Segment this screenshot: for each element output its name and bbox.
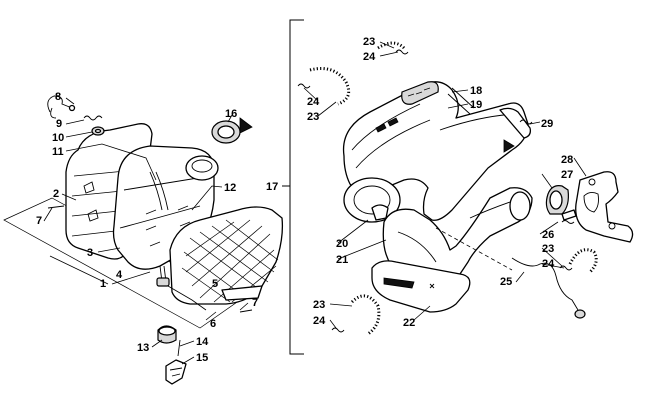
front-shield-foot	[221, 285, 263, 301]
callout-24-lower-left: 24	[313, 315, 326, 327]
callout-24-top: 24	[363, 51, 376, 63]
pin-14	[177, 339, 181, 357]
clamp-15	[165, 359, 187, 385]
y-pipe-shield-slot	[383, 277, 415, 289]
grommet-13	[157, 325, 177, 344]
callout-28: 28	[561, 154, 573, 166]
callout-29: 29	[541, 118, 553, 130]
spring-clip-8	[47, 95, 76, 119]
callout-25: 25	[500, 276, 512, 288]
spring-right	[559, 265, 573, 271]
callout-7-left: 7	[36, 215, 42, 227]
sensor-probe-26	[561, 209, 577, 221]
muffler-louvers	[145, 205, 191, 247]
gasket-16	[211, 117, 253, 144]
bolt-7-left	[47, 205, 65, 209]
coupler-ring-opening	[549, 190, 563, 210]
callout-21: 21	[336, 254, 348, 266]
bolt-7-right	[239, 309, 253, 313]
y-pipe-flange	[509, 191, 531, 221]
callout-27: 27	[561, 169, 573, 181]
shield-rivet	[429, 283, 435, 289]
callout-labels: 1 2 3 4 5 6 7 7 8 9 10 11 12 13 14 15 16…	[36, 36, 573, 364]
callout-6: 6	[210, 318, 216, 330]
callout-23-top: 23	[363, 36, 375, 48]
callout-24-right: 24	[542, 258, 555, 270]
callout-16: 16	[225, 108, 237, 120]
callout-18: 18	[470, 85, 482, 97]
spring-strap-right	[568, 248, 598, 274]
chamber-vent-slots	[407, 87, 431, 97]
callout-17: 17	[266, 181, 278, 193]
chamber-emblem	[371, 204, 389, 221]
drain-fitting	[156, 277, 170, 287]
callout-9: 9	[56, 118, 62, 130]
chamber-outlet-tube	[499, 107, 532, 139]
arrow-indicator-16	[239, 117, 253, 134]
manifold-port	[583, 191, 599, 213]
callout-4: 4	[116, 269, 123, 281]
callout-15: 15	[196, 352, 208, 364]
callout-2: 2	[53, 188, 59, 200]
rear-shield-perforation	[71, 169, 137, 237]
chamber-inlet-opening	[353, 185, 391, 215]
right-leader-lines	[303, 41, 587, 329]
callout-22: 22	[403, 317, 415, 329]
callout-23-upper-left: 23	[307, 111, 319, 123]
callout-5: 5	[212, 278, 218, 290]
muffler-outlet-opening	[191, 159, 213, 173]
callout-12: 12	[224, 182, 236, 194]
spring-top	[395, 49, 409, 55]
callout-20: 20	[336, 238, 348, 250]
front-shield-lattice	[181, 219, 279, 303]
spring-9	[83, 115, 103, 121]
callout-14: 14	[196, 336, 209, 348]
exhaust-manifold-28	[575, 171, 634, 243]
callout-7-right: 7	[252, 297, 258, 309]
callout-23-lower-left: 23	[313, 299, 325, 311]
chamber-mount-slots	[375, 117, 399, 133]
callout-10: 10	[52, 132, 64, 144]
arrow-indicator-29	[503, 139, 515, 153]
callout-13: 13	[137, 342, 149, 354]
rear-shield-tab	[83, 181, 99, 222]
callout-24-upper-left: 24	[307, 96, 320, 108]
callout-23-right: 23	[542, 243, 554, 255]
exhaust-pipe-assembly	[297, 41, 634, 336]
muffler-assembly	[3, 95, 284, 385]
spring-strap-top	[377, 41, 406, 50]
spring-lower-left	[331, 327, 345, 333]
manifold-bolt-holes	[588, 178, 616, 230]
spring-strap-lower-left	[350, 294, 381, 336]
muffler-strap	[149, 171, 169, 211]
callout-1: 1	[100, 278, 106, 290]
callout-19: 19	[470, 99, 482, 111]
group-bracket-17	[282, 19, 304, 355]
grommet-10	[91, 126, 105, 136]
left-leader-lines	[43, 97, 249, 365]
callout-11: 11	[52, 146, 64, 158]
callout-8: 8	[55, 91, 61, 103]
callout-26: 26	[542, 229, 554, 241]
spring-upper-left	[297, 83, 311, 89]
alignment-guide	[435, 227, 513, 271]
sensor-spring-26	[561, 220, 575, 224]
callout-3: 3	[87, 247, 93, 259]
exhaust-sensor-plug	[574, 309, 586, 319]
y-pipe-shield	[371, 260, 471, 313]
